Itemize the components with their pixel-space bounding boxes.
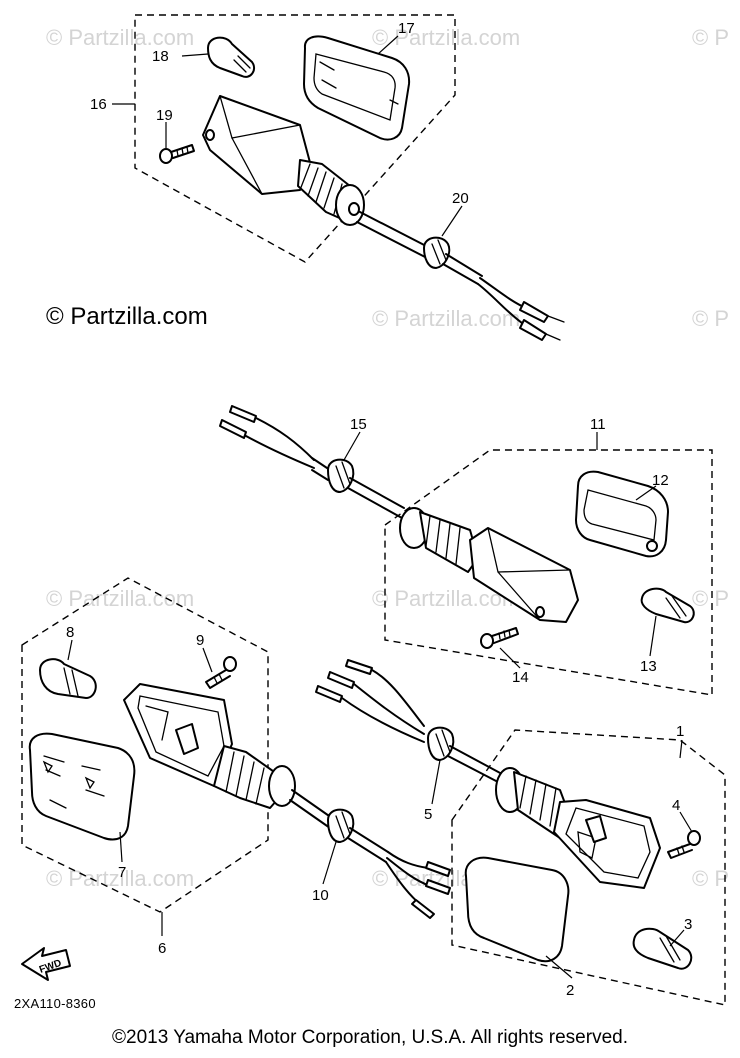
callout-11: 11 — [590, 416, 606, 433]
bulb-18 — [207, 36, 256, 78]
housing-11 — [399, 507, 579, 623]
callout-15: 15 — [350, 416, 367, 433]
callout-17: 17 — [398, 20, 415, 37]
callout-12: 12 — [652, 472, 669, 489]
bulb-13 — [640, 587, 695, 624]
callout-14: 14 — [512, 669, 529, 686]
callout-6: 6 — [158, 940, 166, 957]
watermark: © Partzilla.com — [46, 586, 194, 611]
callout-2: 2 — [566, 982, 574, 999]
assembly-11 — [219, 405, 713, 696]
grommet-20 — [356, 211, 565, 341]
callout-18: 18 — [152, 48, 169, 65]
watermark: © Partzilla.com — [372, 306, 520, 331]
callout-20: 20 — [452, 190, 469, 207]
watermark: © P — [692, 866, 729, 891]
fwd-arrow-icon: FWD — [21, 947, 71, 981]
lens-17 — [303, 35, 411, 141]
callout-13: 13 — [640, 658, 657, 675]
footer-copyright: ©2013 Yamaha Motor Corporation, U.S.A. A… — [112, 1027, 628, 1048]
watermark: © Partzilla.com — [46, 866, 194, 891]
callout-5: 5 — [424, 806, 432, 823]
grommet-5 — [427, 726, 503, 783]
lens-2 — [464, 856, 570, 963]
callout-8: 8 — [66, 624, 74, 641]
screw-19 — [159, 144, 195, 164]
watermark: © P — [692, 25, 729, 50]
callout-16: 16 — [90, 96, 107, 113]
watermark: © P — [692, 586, 729, 611]
callout-4: 4 — [672, 797, 680, 814]
callout-10: 10 — [312, 887, 329, 904]
grommet-10 — [289, 789, 451, 919]
callout-3: 3 — [684, 916, 692, 933]
leader-lines — [67, 35, 693, 979]
callout-numbers: 17 18 16 19 20 11 15 12 13 14 8 9 7 6 10… — [66, 20, 692, 999]
watermark: © P — [692, 306, 729, 331]
callout-1: 1 — [676, 723, 684, 740]
watermark: © Partzilla.com — [46, 25, 194, 50]
lens-12 — [575, 470, 669, 558]
callout-19: 19 — [156, 107, 173, 124]
assembly-1 — [315, 659, 726, 1006]
lens-7 — [28, 732, 136, 841]
screw-14 — [480, 627, 519, 649]
assembly-16 — [134, 14, 565, 341]
watermark: © Partzilla.com — [372, 25, 520, 50]
diagram-code: 2XA110-8360 — [14, 996, 96, 1011]
grommet-15 — [327, 458, 405, 519]
bulb-3 — [632, 927, 693, 970]
housing-1 — [495, 767, 661, 889]
screw-9 — [205, 656, 237, 689]
watermarks: © Partzilla.com © Partzilla.com © P © Pa… — [46, 25, 729, 891]
wire-terminals-lower — [315, 659, 425, 743]
callout-7: 7 — [118, 864, 126, 881]
copyright-overlay: © Partzilla.com — [46, 303, 208, 330]
wire-terminals-upper — [219, 405, 331, 481]
assembly-6 — [21, 577, 451, 919]
housing-16 — [202, 95, 365, 226]
screw-4 — [667, 830, 701, 859]
housing-6 — [123, 683, 296, 809]
bulb-8 — [39, 658, 97, 699]
callout-9: 9 — [196, 632, 204, 649]
